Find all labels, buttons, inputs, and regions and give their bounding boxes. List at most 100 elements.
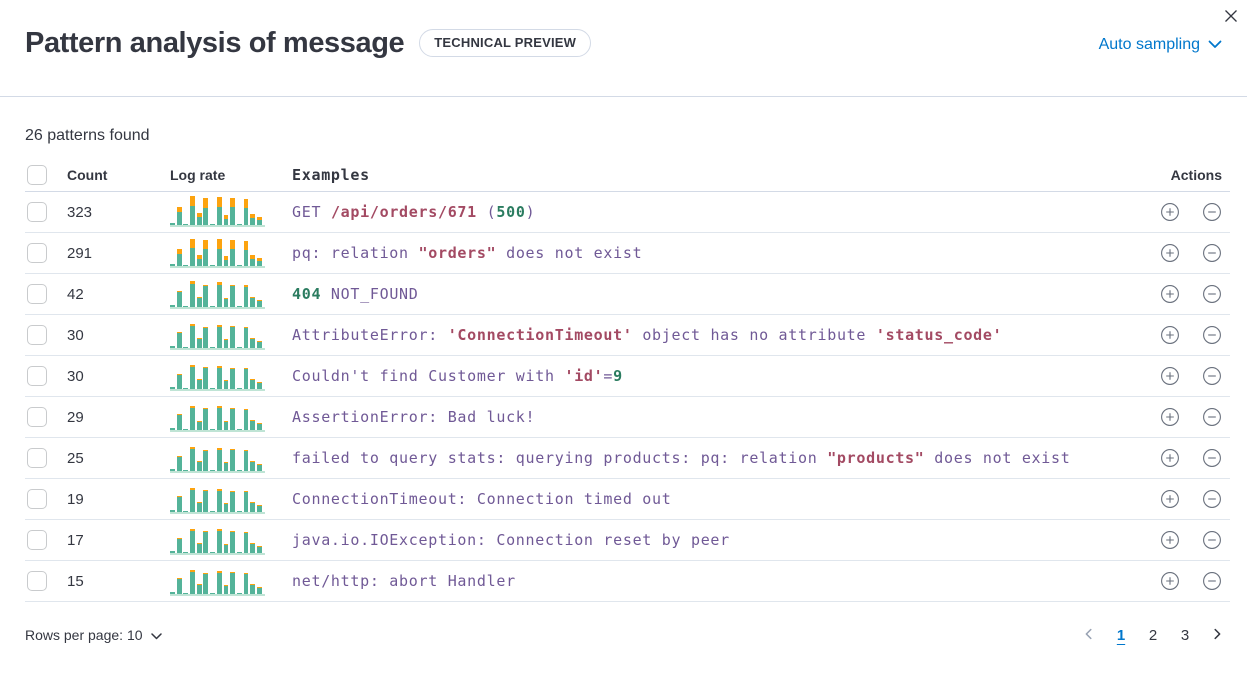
table-row: 25 failed to query stats: querying produ… [25,438,1230,479]
filter-out-button[interactable] [1202,366,1222,386]
actions-cell [1130,325,1230,345]
count-cell: 17 [67,531,84,549]
minus-circle-icon [1202,571,1222,591]
plus-circle-icon [1160,366,1180,386]
row-checkbox[interactable] [27,448,47,468]
page-1-button[interactable]: 1 [1108,622,1134,648]
log-rate-sparkline [170,402,292,432]
page-3-button[interactable]: 3 [1172,622,1198,648]
row-checkbox[interactable] [27,202,47,222]
example-token: AssertionError: Bad luck! [292,408,536,426]
example-token: "products" [827,449,925,467]
technical-preview-badge: TECHNICAL PREVIEW [419,29,592,57]
filter-in-button[interactable] [1160,366,1180,386]
example-cell: ConnectionTimeout: Connection timed out [292,490,1130,508]
plus-circle-icon [1160,243,1180,263]
actions-cell [1130,571,1230,591]
example-cell: AttributeError: 'ConnectionTimeout' obje… [292,326,1130,344]
example-token: /api/orders/671 [330,203,477,221]
plus-circle-icon [1160,284,1180,304]
filter-out-button[interactable] [1202,202,1222,222]
example-token: java.io.IOException: Connection reset by… [292,531,730,549]
actions-cell [1130,407,1230,427]
filter-in-button[interactable] [1160,407,1180,427]
log-rate-sparkline [170,361,292,391]
filter-out-button[interactable] [1202,530,1222,550]
filter-in-button[interactable] [1160,243,1180,263]
filter-out-button[interactable] [1202,407,1222,427]
filter-in-button[interactable] [1160,448,1180,468]
count-cell: 323 [67,203,93,221]
rows-per-page-label: Rows per page: 10 [25,627,143,643]
filter-out-button[interactable] [1202,571,1222,591]
previous-page-button[interactable] [1076,622,1102,648]
patterns-table: Count Log rate Examples Actions 323 GET … [25,159,1230,602]
filter-in-button[interactable] [1160,325,1180,345]
column-header-examples: Examples [292,166,370,184]
actions-cell [1130,530,1230,550]
log-rate-sparkline [170,279,292,309]
sparkline-chart [170,320,265,350]
row-checkbox[interactable] [27,530,47,550]
filter-out-button[interactable] [1202,489,1222,509]
example-cell: Couldn't find Customer with 'id'=9 [292,367,1130,385]
filter-out-button[interactable] [1202,448,1222,468]
count-cell: 19 [67,490,84,508]
row-checkbox[interactable] [27,325,47,345]
filter-out-button[interactable] [1202,284,1222,304]
sampling-dropdown[interactable]: Auto sampling [1099,36,1222,54]
filter-out-button[interactable] [1202,325,1222,345]
row-checkbox[interactable] [27,407,47,427]
example-token: object has no attribute [632,326,876,344]
example-cell: pq: relation "orders" does not exist [292,244,1130,262]
count-cell: 30 [67,367,84,385]
row-checkbox[interactable] [27,571,47,591]
minus-circle-icon [1202,284,1222,304]
example-token: does not exist [924,449,1071,467]
minus-circle-icon [1202,243,1222,263]
filter-in-button[interactable] [1160,202,1180,222]
filter-in-button[interactable] [1160,530,1180,550]
chevron-down-icon [150,627,162,643]
select-all-checkbox[interactable] [27,165,47,185]
plus-circle-icon [1160,448,1180,468]
actions-cell [1130,284,1230,304]
table-row: 323 GET /api/orders/671 (500) [25,192,1230,233]
row-checkbox[interactable] [27,284,47,304]
row-checkbox[interactable] [27,489,47,509]
count-cell: 15 [67,572,84,590]
log-rate-sparkline [170,484,292,514]
table-row: 29 AssertionError: Bad luck! [25,397,1230,438]
filter-out-button[interactable] [1202,243,1222,263]
minus-circle-icon [1202,366,1222,386]
minus-circle-icon [1202,448,1222,468]
row-checkbox[interactable] [27,243,47,263]
minus-circle-icon [1202,489,1222,509]
example-token: 'status_code' [875,326,1003,344]
count-cell: 25 [67,449,84,467]
rows-per-page-button[interactable]: Rows per page: 10 [25,627,162,643]
patterns-found-summary: 26 patterns found [25,127,150,144]
row-checkbox[interactable] [27,366,47,386]
sparkline-chart [170,402,265,432]
filter-in-button[interactable] [1160,489,1180,509]
table-header-row: Count Log rate Examples Actions [25,159,1230,192]
log-rate-sparkline [170,525,292,555]
example-token: failed to query stats: querying products… [292,449,828,467]
chevron-left-icon [1082,627,1096,644]
plus-circle-icon [1160,407,1180,427]
filter-in-button[interactable] [1160,571,1180,591]
count-cell: 42 [67,285,84,303]
actions-cell [1130,366,1230,386]
next-page-button[interactable] [1204,622,1230,648]
example-cell: failed to query stats: querying products… [292,449,1130,467]
filter-in-button[interactable] [1160,284,1180,304]
close-button[interactable] [1219,4,1243,28]
example-token: Couldn't find Customer with [292,367,565,385]
page-2-button[interactable]: 2 [1140,622,1166,648]
example-cell: net/http: abort Handler [292,572,1130,590]
chevron-down-icon [1208,36,1222,54]
table-row: 291 pq: relation "orders" does not exist [25,233,1230,274]
